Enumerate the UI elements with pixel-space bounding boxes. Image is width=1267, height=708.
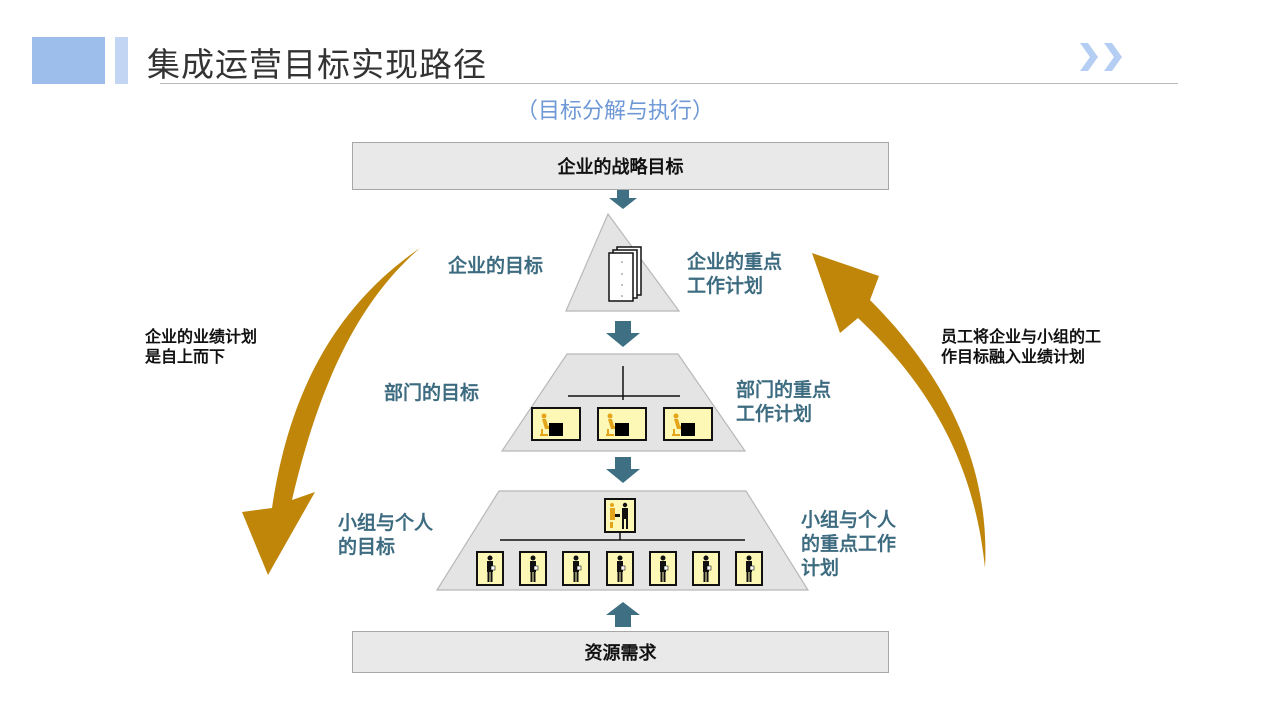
worker-at-desk-icon [663,407,713,441]
person-icon [649,551,677,586]
worker-at-desk-icon [531,407,581,441]
department-goal-label: 部门的目标 [384,381,479,405]
label-line: 企业的目标 [448,255,544,277]
title-divider [160,83,1178,84]
label-line: 小组与个人 [801,509,897,531]
strategic-goal-box: 企业的战略目标 [352,142,889,190]
label-line: 计划 [801,557,840,579]
down-arrow-3 [606,457,640,483]
team-goal-label: 小组与个人 的目标 [338,511,433,559]
double-chevron-right-icon[interactable] [1078,40,1128,74]
person-icon [692,551,720,586]
top-down-flow-arrow [242,248,420,575]
resource-demand-box: 资源需求 [352,631,889,673]
label-line: 的重点工作 [801,533,897,555]
up-arrow [606,602,640,627]
resource-demand-label: 资源需求 [584,643,657,664]
label-line: 的目标 [338,536,396,558]
label-line: 企业的重点 [687,251,783,273]
person-icon [606,551,634,586]
label-line: 工作计划 [736,403,813,425]
note-line: 是自上而下 [145,347,226,366]
label-line: 部门的重点 [736,379,832,401]
enterprise-goal-label: 企业的目标 [448,254,543,278]
strategic-goal-label: 企业的战略目标 [557,157,684,178]
top-down-note: 企业的业绩计划 是自上而下 [145,327,257,367]
bottom-up-flow-arrow [812,253,986,568]
team-plan-label: 小组与个人 的重点工作 计划 [801,508,896,580]
person-icon [519,551,547,586]
person-icon [735,551,763,586]
label-line: 工作计划 [687,275,764,297]
department-org-lines [568,366,680,400]
label-line: 小组与个人 [338,512,434,534]
note-line: 员工将企业与小组的工 [941,327,1102,346]
worker-at-desk-icon [597,407,647,441]
note-line: 作目标融入业绩计划 [941,347,1086,366]
enterprise-plan-label: 企业的重点 工作计划 [687,250,782,298]
documents-icon [608,246,642,302]
label-line: 部门的目标 [384,382,480,404]
person-icon [562,551,590,586]
down-arrow-1 [609,190,637,209]
subtitle: （目标分解与执行） [515,99,714,124]
person-icon [476,551,504,586]
manager-with-worker-icon [604,498,636,533]
bottom-up-note: 员工将企业与小组的工 作目标融入业绩计划 [941,327,1101,367]
note-line: 企业的业绩计划 [145,327,258,346]
header-accent-block [32,37,105,84]
page-title: 集成运营目标实现路径 [147,45,487,84]
department-plan-label: 部门的重点 工作计划 [736,378,831,426]
header-accent-bar [115,37,128,84]
down-arrow-2 [606,321,640,347]
team-org-lines [500,532,745,541]
